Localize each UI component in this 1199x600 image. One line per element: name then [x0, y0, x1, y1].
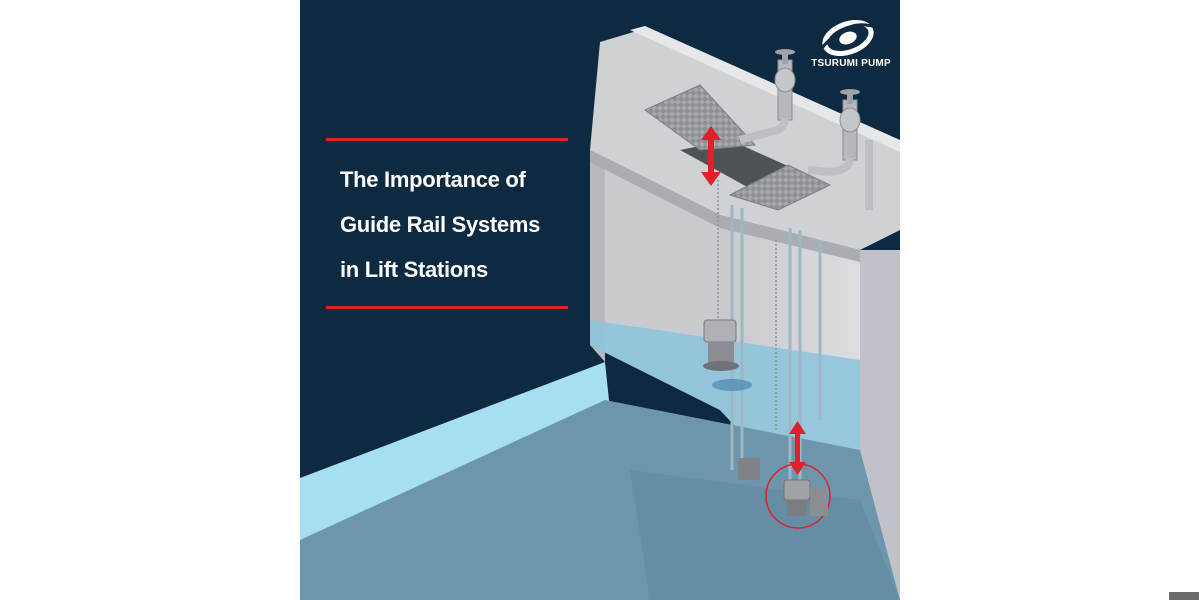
hatch-lid-closed [728, 164, 832, 211]
pit-left-wall [590, 145, 605, 362]
title-block: The Importance of Guide Rail Systems in … [326, 138, 568, 309]
lift-arrow-icon [701, 126, 721, 186]
pit-water-surface [590, 320, 860, 560]
outer-floor-dark [300, 400, 650, 600]
tsurumi-logo-icon [820, 19, 879, 57]
title-line: The Importance of [340, 167, 526, 192]
title-rule-bottom [326, 306, 568, 309]
valve-icon [807, 89, 861, 177]
top-slab-edge [590, 150, 860, 262]
title-rule-top [326, 138, 568, 141]
hatch-lid-open [644, 84, 757, 151]
brand-name: TSURUMI PUMP [811, 58, 891, 69]
submersible-pump-icon [783, 479, 828, 516]
title-line: Guide Rail Systems [340, 212, 541, 237]
pit-floor [630, 470, 900, 600]
duck-foot-bend [738, 458, 760, 480]
valve-icon [738, 49, 796, 144]
scroll-corner-tab [1169, 592, 1199, 600]
poster-title: The Importance of Guide Rail Systems in … [340, 157, 568, 292]
lift-station-illustration [300, 26, 900, 600]
submersible-pump-icon [703, 319, 752, 391]
poster: The Importance of Guide Rail Systems in … [300, 0, 900, 600]
discharge-pipe [865, 140, 873, 210]
brand-logo: TSURUMI PUMP [808, 18, 892, 76]
top-slab-ridge [630, 26, 900, 152]
title-line: in Lift Stations [340, 257, 488, 282]
lift-arrow-icon [789, 421, 806, 475]
